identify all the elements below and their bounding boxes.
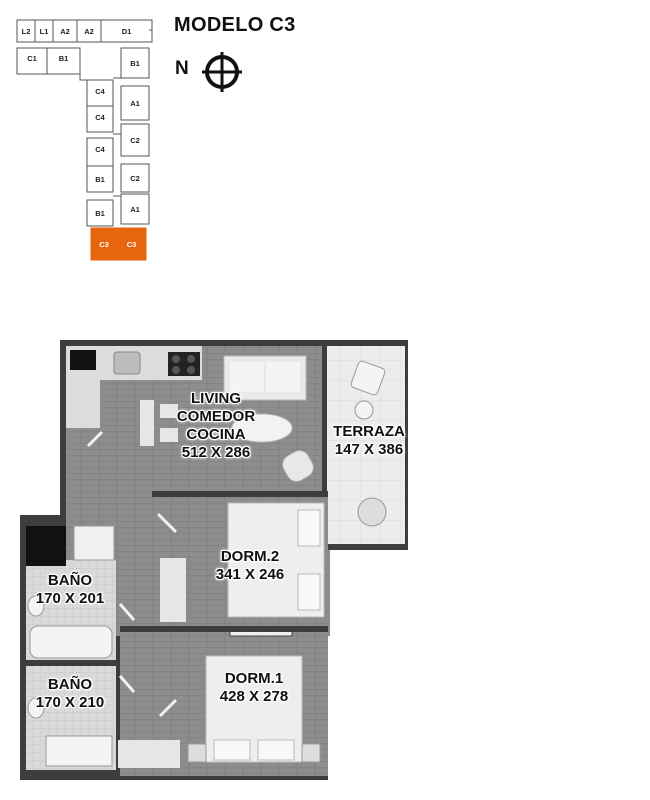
site-unit-label: L2 (22, 27, 31, 36)
dorm1-name: DORM.1 (224, 670, 284, 687)
site-unit-label: C4 (95, 145, 105, 154)
bano2-label: BAÑO 170 X 210 (24, 676, 116, 712)
site-unit-b1-top[interactable] (46, 47, 81, 75)
living-name: LIVING (190, 390, 241, 407)
bano1-label: BAÑO 170 X 201 (24, 572, 116, 608)
site-unit-c3-b[interactable] (116, 227, 147, 261)
site-unit-label: C2 (130, 136, 140, 145)
shaft (26, 526, 66, 566)
north-label: N (175, 58, 189, 79)
door-icon (86, 430, 104, 448)
site-unit-c4-1[interactable] (120, 47, 150, 79)
comedor-name: COMEDOR (176, 408, 256, 425)
bathtub-icon (29, 625, 113, 659)
terraza-name: TERRAZA (333, 423, 405, 440)
fridge-icon (70, 350, 96, 370)
living-label: LIVING COMEDOR COCINA 512 X 286 (166, 390, 266, 462)
site-unit-label: A1 (130, 99, 140, 108)
site-unit-c2-1[interactable] (120, 163, 150, 193)
dorm1-label: DORM.1 428 X 278 (204, 670, 304, 706)
site-unit-label: A1 (130, 205, 140, 214)
bano1-name: BAÑO (47, 572, 93, 589)
terrace-chair-icon (350, 360, 386, 396)
site-unit-c4-3[interactable] (120, 123, 150, 157)
site-unit-label: B1 (130, 59, 140, 68)
site-unit-label: C3 (99, 240, 109, 249)
bano2-name: BAÑO (47, 676, 93, 693)
site-unit-c2-2[interactable] (120, 193, 150, 225)
toilet-icon (27, 595, 45, 617)
site-unit-label: C3 (127, 240, 137, 249)
dorm1-closet (118, 740, 180, 768)
washer-icon (73, 525, 115, 561)
living-dims: 512 X 286 (181, 444, 251, 461)
compass-icon (202, 52, 242, 92)
shower-icon (45, 735, 113, 767)
site-unit-label: B1 (95, 209, 105, 218)
plant-icon (357, 497, 387, 527)
toilet-icon-2 (27, 697, 45, 719)
site-unit-a1-2[interactable] (86, 199, 114, 227)
dorm2-dims: 341 X 246 (215, 566, 285, 583)
site-unit-d1[interactable] (100, 19, 153, 43)
site-unit-label: B1 (59, 54, 69, 63)
site-unit-b1-3[interactable] (86, 137, 114, 167)
terraza-dims: 147 X 386 (334, 441, 404, 458)
armchair-icon (282, 450, 314, 482)
terraza-label: TERRAZA 147 X 386 (326, 423, 412, 459)
dorm2-name: DORM.2 (220, 548, 280, 565)
site-unit-label: B1 (95, 175, 105, 184)
site-unit-a1-1[interactable] (86, 165, 114, 193)
coffee-table-icon (231, 413, 293, 443)
site-unit-c1[interactable] (16, 47, 48, 75)
dorm2-closet (160, 558, 186, 622)
cocina-name: COCINA (186, 426, 246, 443)
site-unit-label: C1 (27, 54, 37, 63)
bano2-dims: 170 X 210 (35, 694, 105, 711)
dining-bench (140, 400, 154, 446)
dorm2-label: DORM.2 341 X 246 (200, 548, 300, 584)
sink-icon (113, 351, 141, 375)
site-unit-label: C4 (95, 113, 105, 122)
dorm1-dims: 428 X 278 (219, 688, 289, 705)
site-unit-label: A2 (84, 27, 94, 36)
site-unit-label: L1 (40, 27, 49, 36)
site-unit-label: C4 (95, 87, 105, 96)
site-unit-label: D1 (122, 27, 132, 36)
bano1-dims: 170 X 201 (35, 590, 105, 607)
page-title: MODELO C3 (174, 14, 296, 36)
site-unit-b1-2[interactable] (86, 105, 114, 133)
site-unit-b1-1[interactable] (86, 79, 114, 107)
site-unit-label: A2 (60, 27, 70, 36)
site-unit-label: C2 (130, 174, 140, 183)
site-unit-c4-2[interactable] (120, 85, 150, 121)
